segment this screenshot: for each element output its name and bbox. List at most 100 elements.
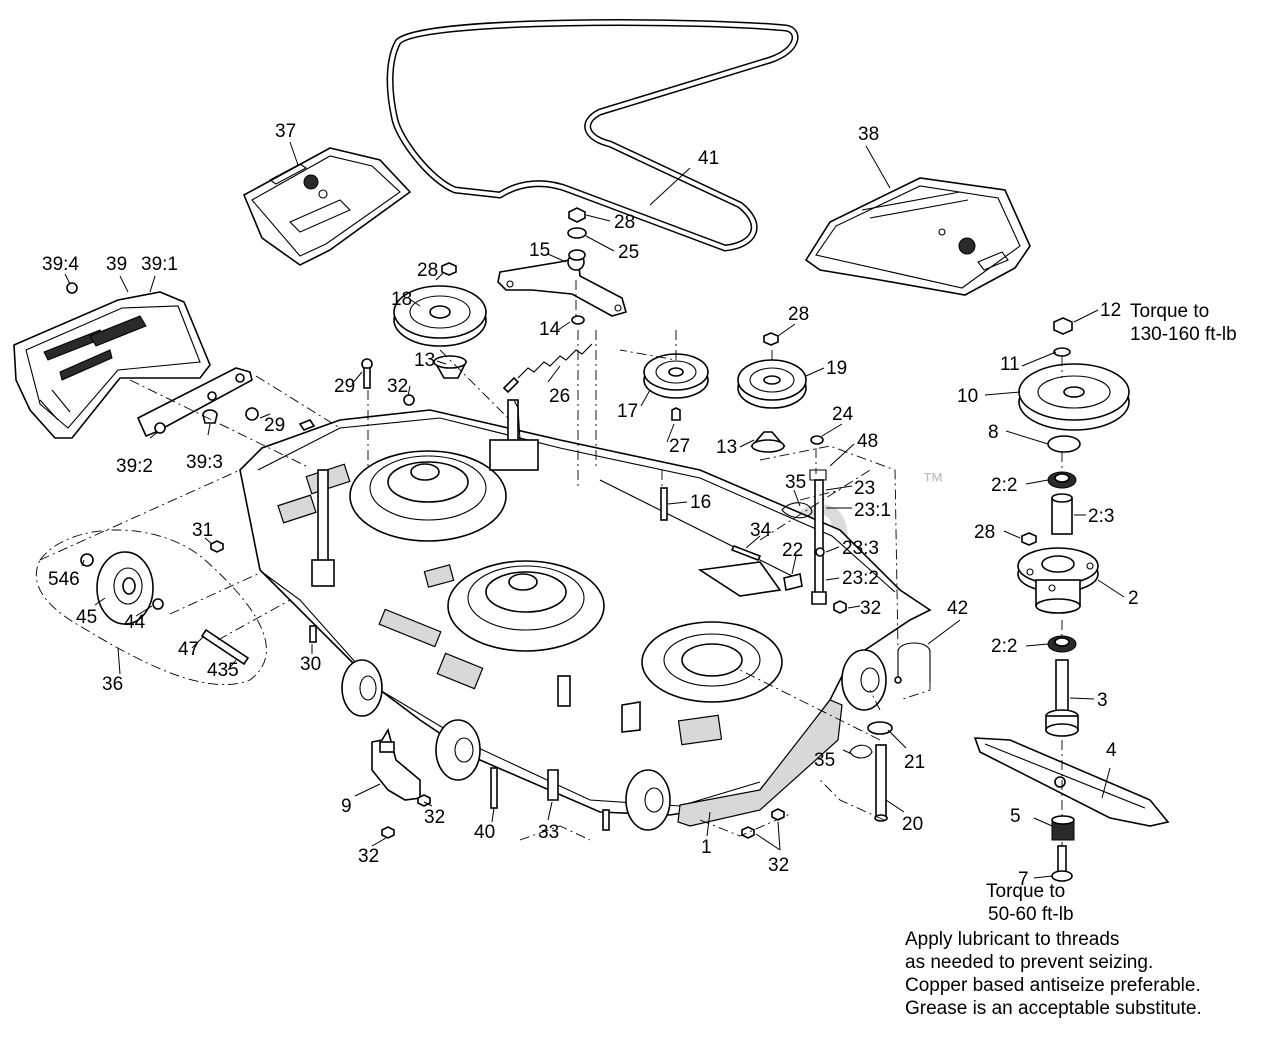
lubricant-note-line-1: Apply lubricant to threads (905, 929, 1120, 950)
leader-lines (64, 141, 1125, 879)
callout-23-3: 23:3 (842, 538, 879, 559)
callout-36: 36 (102, 674, 123, 695)
mower-deck-shell-1 (239, 399, 932, 827)
height-rod-20 (874, 744, 888, 822)
cone-spacer-13b (750, 431, 786, 453)
callout-39-3: 39:3 (186, 452, 223, 473)
hairpin-clip-35a (781, 502, 813, 519)
callout-29: 29 (264, 415, 285, 436)
callout-23: 23 (854, 478, 875, 499)
callout-435: 435 (207, 660, 239, 681)
callout-35: 35 (814, 750, 835, 771)
lubricant-note: Apply lubricant to threads as needed to … (905, 928, 1202, 1020)
callout-21: 21 (904, 752, 925, 773)
callout-16: 16 (690, 492, 711, 513)
callout-26: 26 (549, 386, 570, 407)
callout-19: 19 (826, 358, 847, 379)
callout-labels: 41 37 38 28 25 15 39:4 39 39:1 28 18 14 … (42, 121, 1139, 890)
callout-15: 15 (529, 240, 550, 261)
callout-4: 4 (1106, 740, 1117, 761)
callout-32: 32 (424, 807, 445, 828)
callout-9: 9 (341, 796, 352, 817)
spindle-pulley-10 (1018, 363, 1130, 431)
callout-39-2: 39:2 (116, 456, 153, 477)
flat-idler-pulley-17 (643, 353, 709, 421)
callout-5: 5 (1010, 806, 1021, 827)
washer-24 (810, 435, 824, 445)
lubricant-note-line-4: Grease is an acceptable substitute. (905, 998, 1202, 1019)
callout-10: 10 (957, 386, 978, 407)
callout-37: 37 (275, 121, 296, 142)
idler-arm-15 (497, 253, 627, 317)
callout-48: 48 (857, 431, 878, 452)
callout-38: 38 (858, 124, 879, 145)
callout-13: 13 (414, 350, 435, 371)
callout-45: 45 (76, 607, 97, 628)
bearing-2-2a (1047, 471, 1077, 489)
callout-42: 42 (947, 598, 968, 619)
callout-33: 33 (538, 822, 559, 843)
callout-28: 28 (788, 304, 809, 325)
callout-24: 24 (832, 404, 854, 425)
spindle-nut-12 (1053, 317, 1073, 335)
callout-28: 28 (417, 260, 438, 281)
callout-32: 32 (387, 376, 408, 397)
callout-23-2: 23:2 (842, 568, 879, 589)
anti-scalp-wheels (341, 649, 887, 831)
callout-32: 32 (860, 598, 881, 619)
torque-note-7-line-2: 50-60 ft-lb (988, 904, 1074, 925)
hairpin-clip-35b (849, 744, 873, 759)
callout-2-2: 2:2 (991, 475, 1017, 496)
spacer-2-3 (1051, 493, 1073, 535)
callout-40: 40 (474, 822, 495, 843)
callout-32: 32 (768, 855, 789, 876)
tension-spring-26 (502, 343, 593, 441)
nut-28-and-bearing-25 (567, 207, 587, 261)
nut-28d (1021, 532, 1037, 546)
lubricant-note-line-3: Copper based antiseize preferable. (905, 975, 1201, 996)
deck-fasteners (210, 358, 785, 839)
callout-39: 39 (106, 254, 127, 275)
callout-18: 18 (391, 289, 412, 310)
washer-11 (1053, 347, 1071, 357)
idler-pulley-18 (393, 262, 487, 347)
idler-pulley-19 (737, 332, 807, 409)
seal-8 (1047, 435, 1081, 453)
cover-pin-39-3 (202, 409, 218, 424)
callout-12: 12 (1100, 300, 1121, 321)
bolt-16 (660, 487, 668, 521)
callout-27: 27 (669, 436, 690, 457)
assembly-lines (39, 280, 1063, 846)
spindle-shaft-3 (1045, 659, 1079, 737)
callout-39-4: 39:4 (42, 254, 79, 275)
torque-note-12: Torque to 130-160 ft-lb (1130, 300, 1237, 346)
torque-note-12-line-1: Torque to (1130, 301, 1210, 322)
deck-front-cover-39 (13, 291, 211, 439)
drive-belt-41 (386, 19, 799, 252)
bearing-2-2b (1047, 635, 1077, 653)
torque-note-7-line-1: Torque to (986, 881, 1066, 902)
blade-bolt-7 (1051, 845, 1073, 882)
callout-2-3: 2:3 (1088, 506, 1114, 527)
spindle-housing-2 (1017, 547, 1099, 614)
watermark-trademark: ™ (922, 468, 944, 493)
callout-28: 28 (614, 212, 635, 233)
right-belt-cover-38 (804, 177, 1031, 296)
spacer-22 (783, 573, 803, 591)
callout-8: 8 (988, 422, 999, 443)
left-belt-cover-37 (242, 147, 412, 266)
cover-knob-39-4 (66, 282, 78, 294)
callout-44: 44 (124, 612, 146, 633)
blade-spacer-5 (1051, 815, 1075, 841)
height-pin-42 (894, 642, 931, 684)
callout-32: 32 (358, 846, 379, 867)
cone-spacer-13a (433, 355, 468, 379)
discharge-guard-9 (371, 727, 421, 801)
callout-2-2: 2:2 (991, 636, 1017, 657)
callout-28: 28 (974, 522, 995, 543)
washer-14 (571, 315, 585, 325)
washer-21 (867, 721, 893, 735)
torque-note-7: Torque to 50-60 ft-lb (986, 880, 1074, 926)
callout-20: 20 (902, 814, 923, 835)
